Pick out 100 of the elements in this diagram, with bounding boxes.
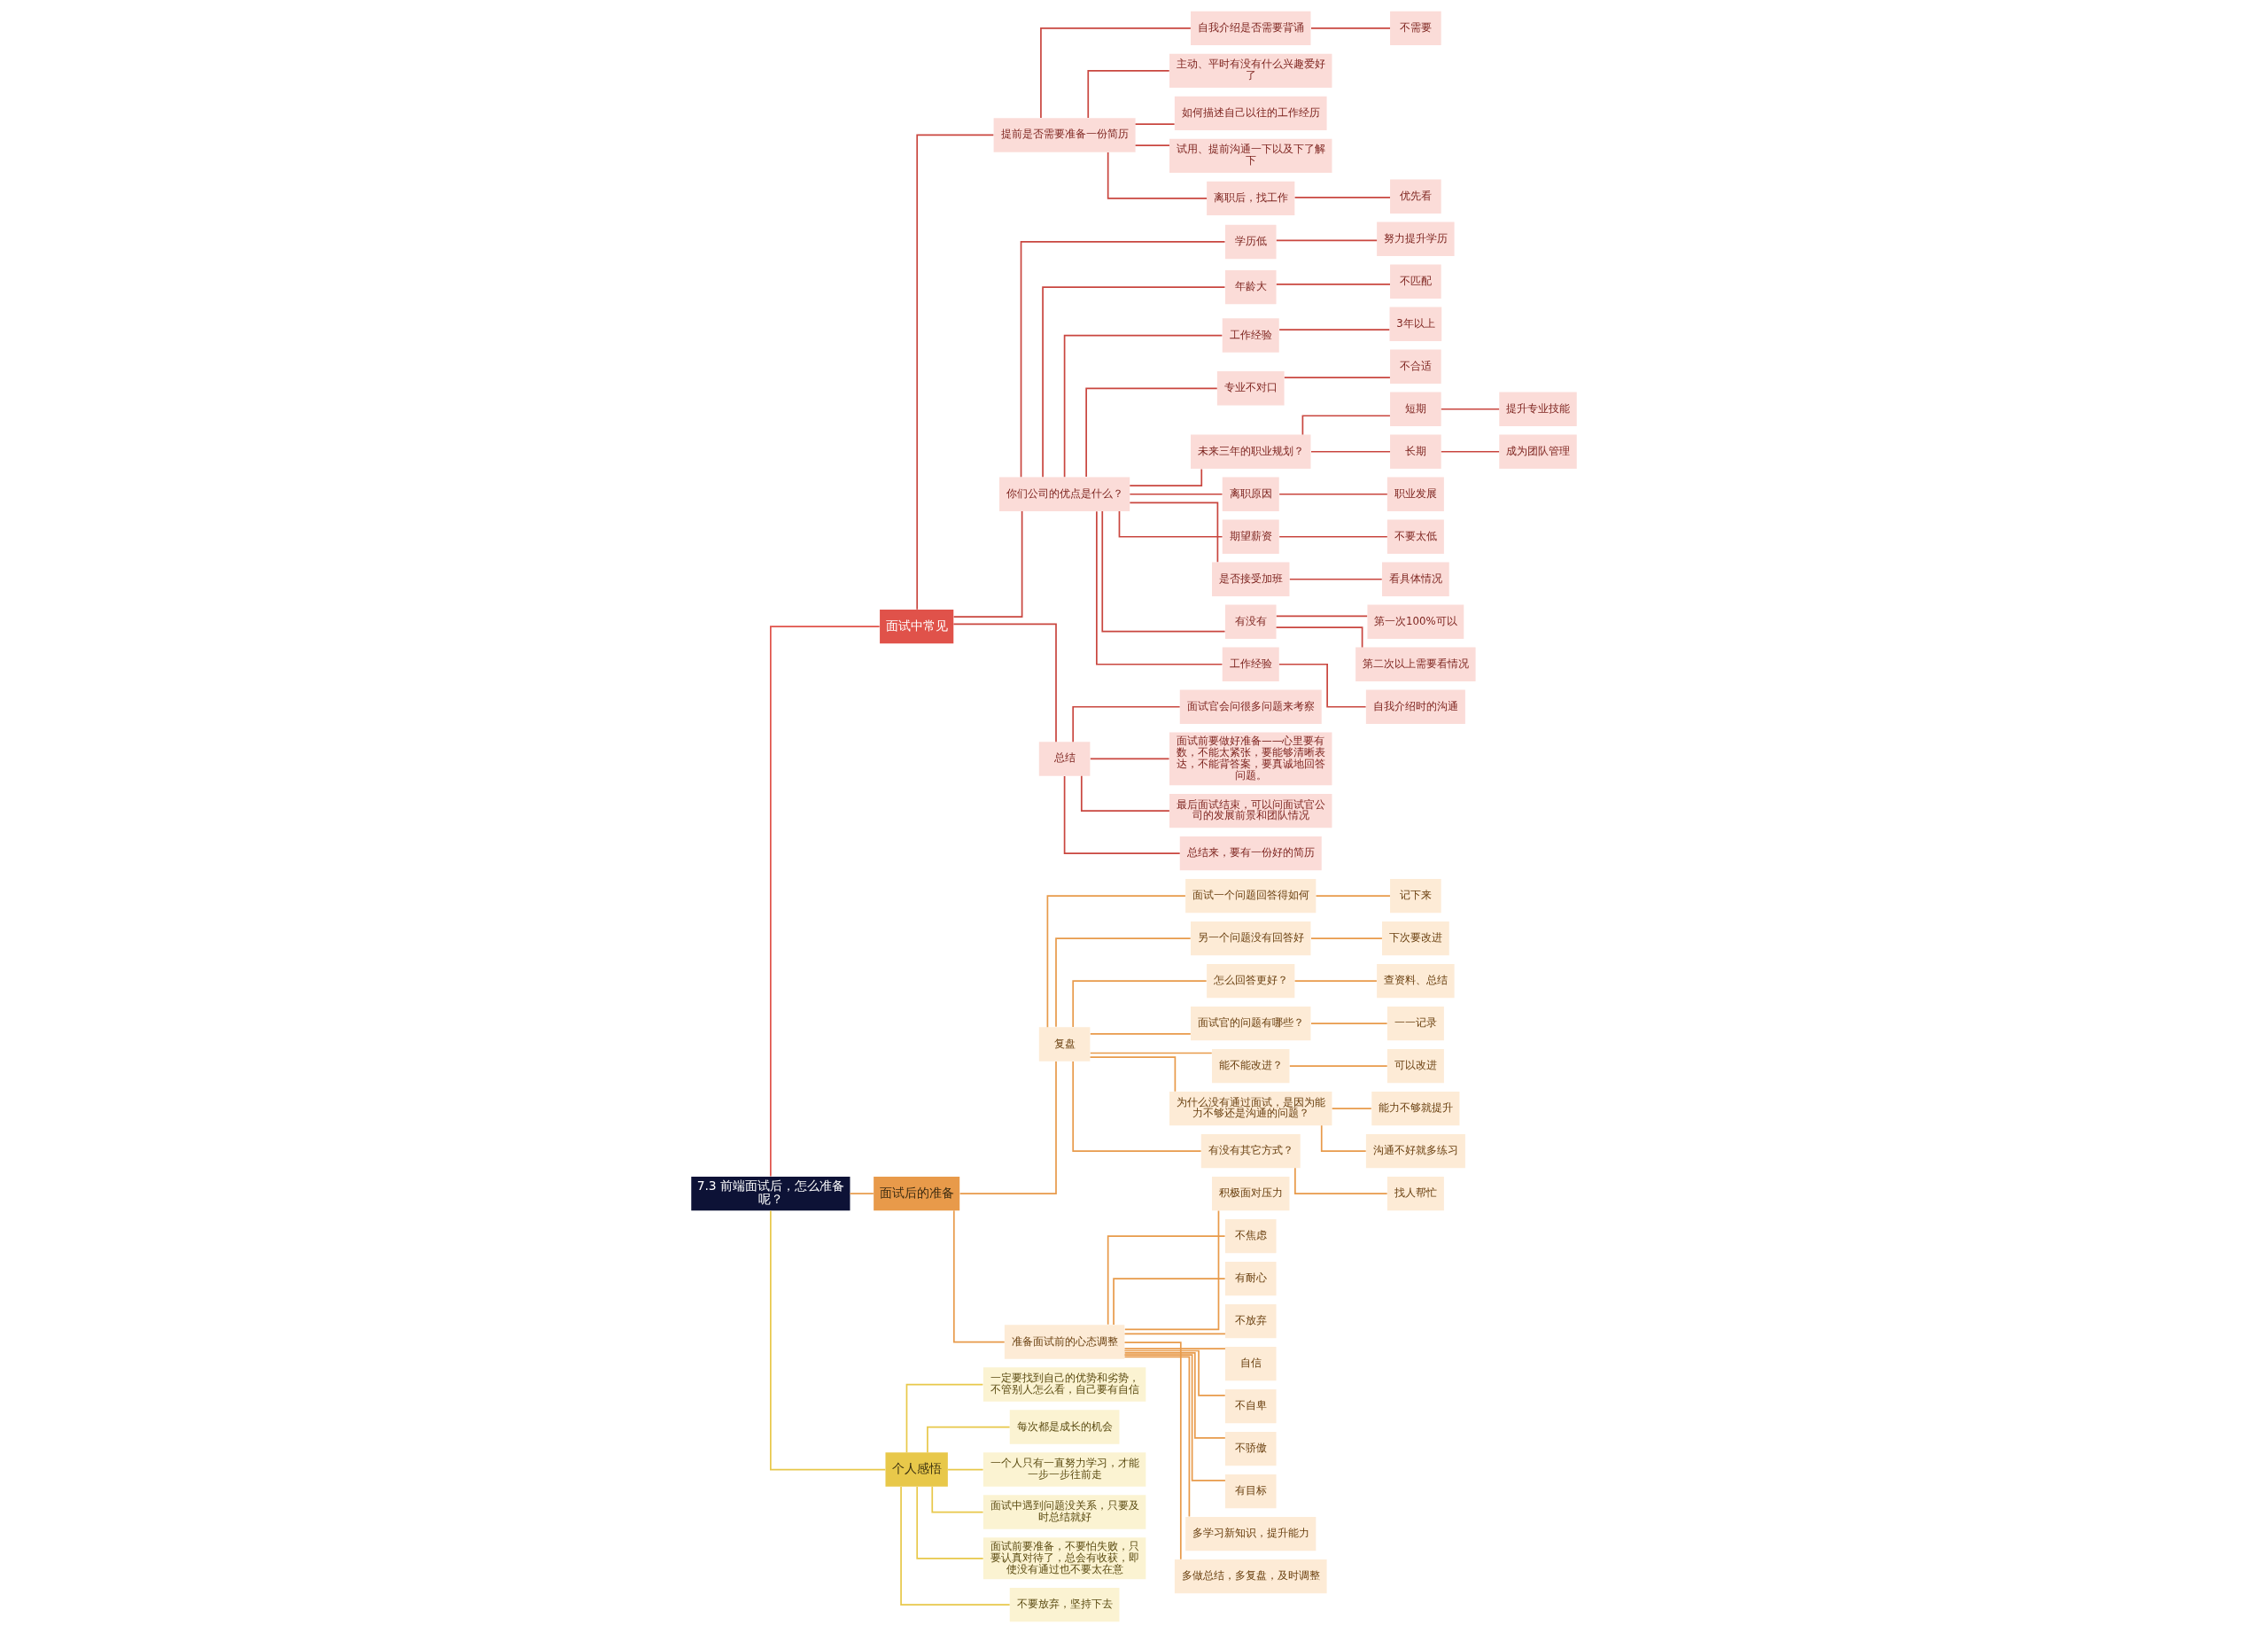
- node-box: 复盘: [1038, 1027, 1091, 1061]
- node-box: 学历低: [1224, 224, 1277, 260]
- connector: [1320, 1124, 1367, 1152]
- node-box: 可以改进: [1386, 1048, 1444, 1084]
- node-box: 第一次100%可以: [1367, 604, 1464, 639]
- connector: [1087, 70, 1170, 119]
- node-box: 期望薪资: [1222, 519, 1279, 554]
- node-box: 努力提升学历: [1377, 222, 1455, 256]
- node-box: 多学习新知识，提升能力: [1185, 1516, 1317, 1551]
- node-box: 提升专业技能: [1499, 392, 1577, 426]
- connector: [1089, 1056, 1177, 1093]
- connector: [1275, 284, 1391, 285]
- connector: [1101, 510, 1226, 633]
- connector: [1129, 502, 1219, 563]
- connector: [1289, 578, 1383, 580]
- node-box: 短期: [1390, 392, 1441, 426]
- connector: [916, 134, 995, 610]
- node-box: 成为团队管理: [1499, 434, 1577, 469]
- connector: [1275, 615, 1368, 618]
- connector: [1042, 286, 1226, 478]
- connector: [927, 1426, 1011, 1454]
- node-box: 7.3 前端面试后，怎么准备呢？: [691, 1176, 850, 1211]
- connector: [1072, 980, 1208, 1028]
- connector: [1275, 626, 1363, 649]
- node-box: 工作经验: [1222, 318, 1279, 353]
- node-box: 积极面对压力: [1212, 1176, 1290, 1211]
- connector: [1123, 1356, 1191, 1518]
- connector: [1123, 1333, 1226, 1335]
- connector: [905, 1383, 984, 1453]
- node-box: 自我介绍是否需要背诵: [1191, 11, 1311, 46]
- connector: [947, 1468, 984, 1471]
- connector: [1310, 450, 1391, 453]
- connector: [1080, 774, 1170, 812]
- connector: [916, 1486, 984, 1559]
- connector: [1315, 895, 1391, 897]
- node-box: 有没有: [1224, 604, 1277, 639]
- node-box: 你们公司的优点是什么？: [999, 477, 1130, 511]
- node-box: 有目标: [1224, 1474, 1277, 1509]
- node-box: 能不能改进？: [1212, 1048, 1290, 1084]
- node-box: 离职原因: [1222, 477, 1279, 511]
- connector: [1275, 239, 1378, 242]
- connector: [1284, 377, 1391, 378]
- connector: [931, 1485, 984, 1513]
- node-box: 不要太低: [1386, 519, 1444, 554]
- connector: [1289, 1065, 1388, 1067]
- connector: [1310, 937, 1383, 939]
- node-box: 不合适: [1390, 349, 1441, 384]
- node-box: 一一记录: [1386, 1006, 1444, 1041]
- connector: [1294, 1167, 1388, 1194]
- node-box: 未来三年的职业规划？: [1191, 434, 1311, 469]
- connector: [1440, 408, 1500, 410]
- connector: [959, 1061, 1057, 1194]
- connector: [1123, 1349, 1226, 1396]
- node-box: 不焦虑: [1224, 1218, 1277, 1254]
- connector: [1123, 1354, 1226, 1481]
- connector: [1123, 1341, 1182, 1560]
- connector: [952, 1209, 1006, 1343]
- connector: [1055, 937, 1192, 1028]
- connector: [1063, 775, 1181, 854]
- connector: [1278, 535, 1388, 538]
- node-box: 不需要: [1390, 11, 1441, 46]
- node-box: 总结来，要有一份好的简历: [1179, 836, 1322, 871]
- connector: [1107, 1235, 1226, 1326]
- connector: [1310, 1023, 1388, 1024]
- node-box: 面试一个问题回答得如何: [1185, 878, 1317, 914]
- connector: [1040, 27, 1192, 119]
- connector: [1123, 1209, 1220, 1331]
- node-box: 不放弃: [1224, 1303, 1277, 1339]
- node-box: 记下来: [1390, 878, 1441, 914]
- connector: [1293, 980, 1378, 982]
- node-box: 不自卑: [1224, 1388, 1277, 1424]
- node-box: 一定要找到自己的优势和劣势，不管别人怎么看，自己要有自信: [983, 1367, 1146, 1402]
- connector: [1089, 1032, 1192, 1035]
- node-box: 准备面试前的心态调整: [1004, 1325, 1125, 1359]
- node-box: 如何描述自己以往的工作经历: [1174, 96, 1327, 131]
- connector: [1123, 1351, 1226, 1439]
- connector: [1089, 1052, 1213, 1054]
- node-box: 怎么回答更好？: [1207, 963, 1295, 999]
- node-box: 试用、提前沟通一下以及下了解下: [1169, 138, 1332, 174]
- connector: [849, 1193, 874, 1194]
- node-box: 年龄大: [1224, 269, 1277, 305]
- connector: [1278, 329, 1391, 331]
- node-box: 面试官会问很多问题来考察: [1179, 689, 1322, 724]
- node-box: 能力不够就提升: [1371, 1091, 1460, 1126]
- node-box: 不匹配: [1390, 264, 1441, 299]
- node-box: 每次都是成长的机会: [1009, 1410, 1120, 1444]
- connector: [1129, 468, 1203, 487]
- node-box: 主动、平时有没有什么兴趣爱好了: [1169, 53, 1332, 89]
- node-box: 沟通不好就多练习: [1365, 1133, 1465, 1169]
- connector: [1113, 1278, 1226, 1326]
- node-box: 多做总结，多复盘，及时调整: [1174, 1559, 1327, 1594]
- node-box: 提前是否需要准备一份简历: [993, 118, 1136, 152]
- connector: [900, 1486, 1011, 1606]
- node-box: 一个人只有一直努力学习，才能一步一步往前走: [983, 1452, 1146, 1487]
- connector: [1072, 1061, 1202, 1152]
- node-box: 是否接受加班: [1212, 562, 1290, 596]
- node-box: 优先看: [1390, 179, 1441, 214]
- connector: [1089, 758, 1170, 760]
- node-box: 面试后的准备: [874, 1176, 960, 1211]
- node-box: 查资料、总结: [1377, 963, 1455, 999]
